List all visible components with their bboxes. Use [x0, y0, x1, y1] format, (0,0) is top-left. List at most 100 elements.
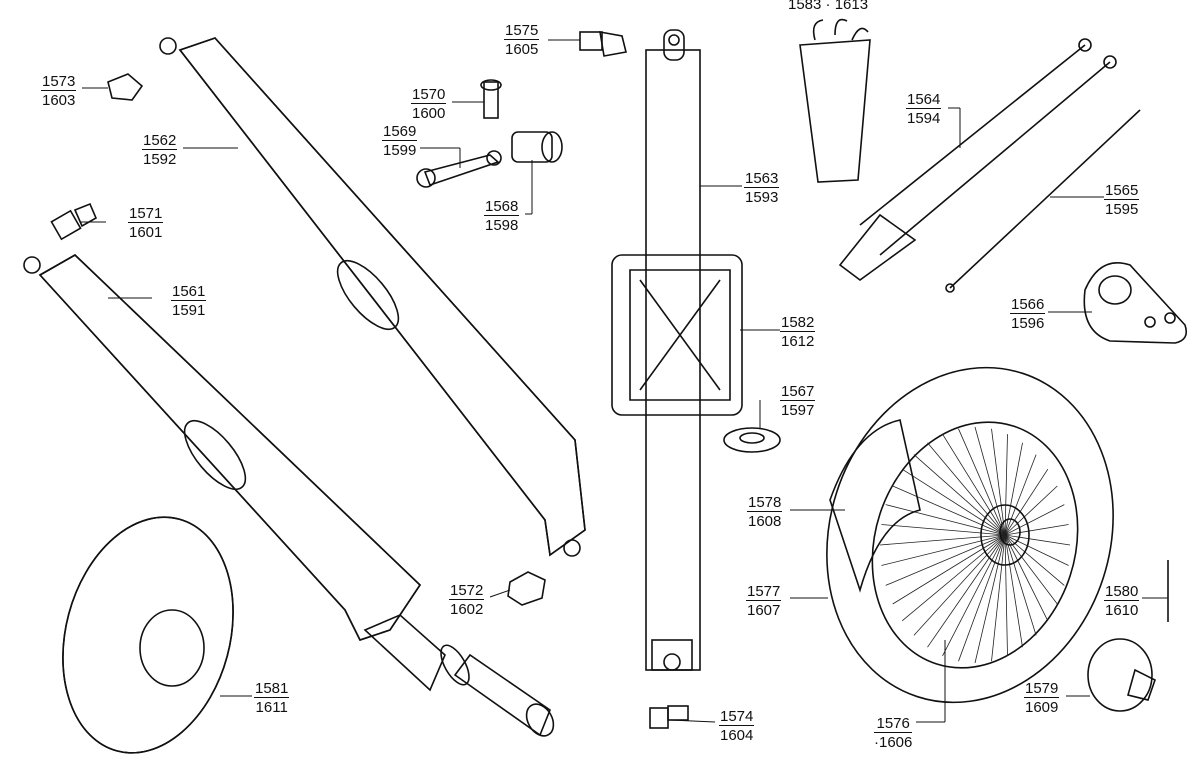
wheel-spoke: [927, 442, 1006, 536]
wheel-spoke: [1004, 434, 1008, 536]
label-1572: 1572 1602: [449, 582, 485, 618]
label-1563-top: 1563: [744, 170, 780, 188]
brace-1564-drawing: [838, 38, 1117, 281]
wheel-spoke: [958, 534, 1006, 662]
label-1568: 1568 1598: [484, 198, 520, 234]
label-1580: 1580 1610: [1104, 583, 1140, 619]
label-1575-top: 1575: [504, 22, 540, 40]
wheel-spoke: [881, 524, 1006, 536]
wheel-spoke: [974, 534, 1006, 664]
label-1571-top: 1571: [128, 205, 164, 223]
nut-1572-drawing: [507, 571, 546, 606]
label-1578: 1578 1608: [747, 494, 783, 530]
label-1561-bottom: 1591: [172, 302, 206, 319]
wheel-spoke: [879, 534, 1006, 546]
wheel-spoke: [1004, 534, 1023, 648]
label-1569-bottom: 1599: [383, 142, 417, 159]
wheel-spoke: [885, 534, 1006, 586]
label-1576: 1576 ·1606: [874, 715, 913, 751]
label-1576-bottom: ·1606: [874, 734, 913, 751]
label-1563: 1563 1593: [744, 170, 780, 206]
label-1572-top: 1572: [449, 582, 485, 600]
wheel-spoke: [1004, 534, 1058, 605]
label-1579-top: 1579: [1024, 680, 1060, 698]
label-1578-bottom: 1608: [748, 513, 782, 530]
label-1582: 1582 1612: [780, 314, 816, 350]
label-1582-bottom: 1612: [781, 333, 815, 350]
label-1574: 1574 1604: [719, 708, 755, 744]
label-1567: 1567 1597: [780, 383, 816, 419]
label-1576-top: 1576: [874, 715, 913, 733]
label-1568-bottom: 1598: [485, 217, 519, 234]
label-1565: 1565 1595: [1104, 182, 1140, 218]
label-1573: 1573 1603: [41, 73, 77, 109]
label-1561: 1561 1591: [171, 283, 207, 319]
wheel-spoke: [1004, 534, 1049, 621]
label-1563-bottom: 1593: [745, 189, 779, 206]
rod-1565-drawing: [945, 109, 1141, 293]
wheel-spoke: [991, 534, 1006, 662]
label-1581: 1581 1611: [254, 680, 290, 716]
wheel-spoke: [991, 428, 1006, 536]
bolt-1573-drawing: [107, 73, 144, 101]
hub-nut-1579-drawing: [1087, 638, 1156, 712]
washer-1567-drawing: [723, 427, 781, 453]
label-1562: 1562 1592: [142, 132, 178, 168]
wheel-spoke: [913, 534, 1006, 636]
label-1571: 1571 1601: [128, 205, 164, 241]
wheel-disc-drawing: [62, 516, 234, 754]
label-1579: 1579 1609: [1024, 680, 1060, 716]
wheel-spoke: [901, 468, 1006, 536]
label-1566-bottom: 1596: [1011, 315, 1045, 332]
label-1582-top: 1582: [780, 314, 816, 332]
wheel-spoke: [942, 433, 1006, 536]
leader-lines: [80, 39, 1168, 723]
label-1571-bottom: 1601: [129, 224, 163, 241]
label-1574-top: 1574: [719, 708, 755, 726]
label-1583: 1583 · 1613: [788, 0, 868, 13]
wheel-spoke: [1004, 468, 1049, 536]
wheel-spoke: [892, 534, 1006, 605]
wheel-spoke: [974, 426, 1006, 536]
label-1579-bottom: 1609: [1025, 699, 1059, 716]
wheel-spoke: [1004, 534, 1037, 636]
wheel-spoke: [1004, 534, 1069, 566]
label-1578-top: 1578: [747, 494, 783, 512]
label-1577-bottom: 1607: [747, 602, 781, 619]
jack-drawing: [611, 29, 743, 671]
link-1569-drawing: [416, 150, 502, 188]
label-1573-top: 1573: [41, 73, 77, 91]
label-1562-bottom: 1592: [143, 151, 177, 168]
wheel-spoke: [1004, 504, 1065, 536]
label-1567-top: 1567: [780, 383, 816, 401]
label-1569-top: 1569: [382, 123, 418, 141]
label-1570: 1570 1600: [411, 86, 447, 122]
label-1581-bottom: 1611: [255, 699, 288, 716]
label-1581-top: 1581: [254, 680, 290, 698]
label-1570-bottom: 1600: [412, 105, 446, 122]
wheel-spoke: [942, 534, 1006, 657]
label-1564-bottom: 1594: [907, 110, 941, 127]
wheel-spoke: [1004, 534, 1071, 546]
label-1575: 1575 1605: [504, 22, 540, 58]
mudguard-stay-lower-drawing: [23, 254, 555, 737]
wheel-spoke: [901, 534, 1006, 622]
label-1564-top: 1564: [906, 91, 942, 109]
label-1573-bottom: 1603: [42, 92, 76, 109]
label-1580-top: 1580: [1104, 583, 1140, 601]
label-1577-top: 1577: [746, 583, 782, 601]
wheel-drawing: [826, 366, 1114, 704]
label-1583-top: 1583 · 1613: [788, 0, 869, 13]
tool-roll-drawing: [799, 18, 871, 183]
bolt-1575-drawing: [579, 31, 627, 57]
label-1574-bottom: 1604: [720, 727, 754, 744]
wheel-spoke: [1004, 454, 1037, 536]
label-1566: 1566 1596: [1010, 296, 1046, 332]
wheel-spoke: [1004, 524, 1069, 536]
label-1577: 1577 1607: [746, 583, 782, 619]
wheel-spoke: [1004, 485, 1058, 536]
label-1572-bottom: 1602: [450, 601, 484, 618]
wheel-spoke: [892, 485, 1006, 536]
wheel-spoke: [1004, 534, 1008, 656]
label-1565-bottom: 1595: [1105, 201, 1139, 218]
